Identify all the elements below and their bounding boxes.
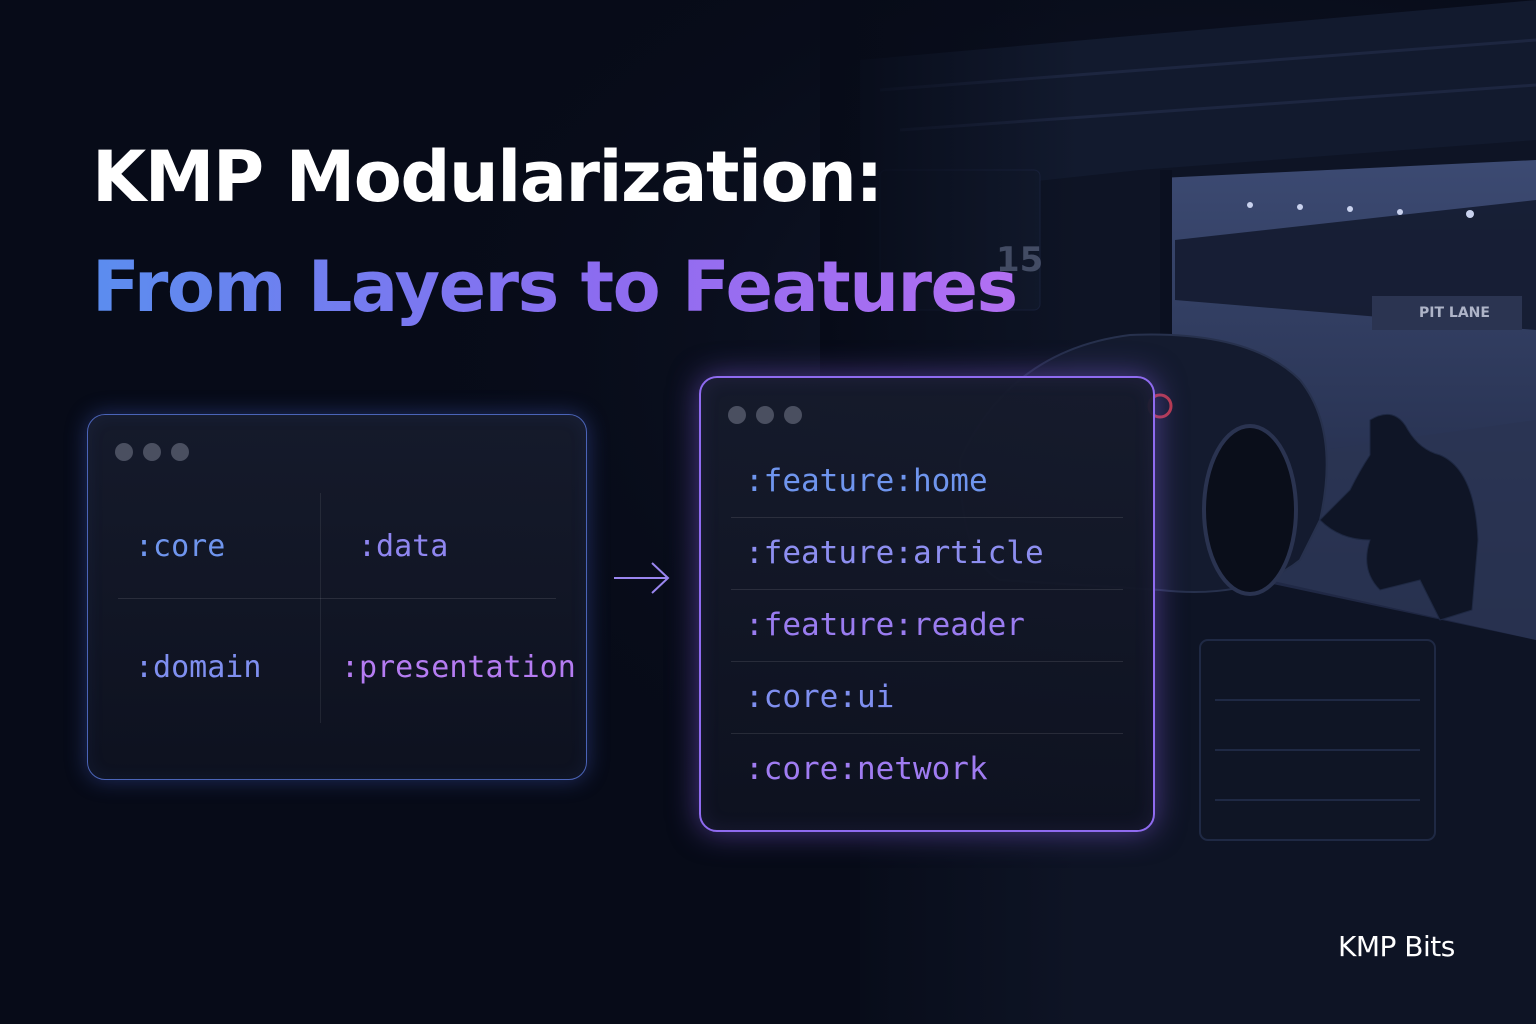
title-line-2: From Layers to Features <box>92 246 1018 328</box>
arrow-right-icon <box>614 562 670 594</box>
list-item: :feature:home <box>731 446 1123 518</box>
window-controls <box>728 406 802 424</box>
list-divider <box>731 517 1123 518</box>
list-divider <box>731 661 1123 662</box>
module-core-network: :core:network <box>745 751 988 787</box>
list-item: :feature:article <box>731 518 1123 590</box>
feature-modules-window: :feature:home :feature:article :feature:… <box>699 376 1155 832</box>
window-dot <box>115 443 133 461</box>
list-item: :core:ui <box>731 662 1123 734</box>
module-core-ui: :core:ui <box>745 679 895 715</box>
module-core: :core <box>135 529 226 564</box>
list-divider <box>731 589 1123 590</box>
list-item: :core:network <box>731 734 1123 806</box>
grid-divider-vertical <box>320 493 321 723</box>
module-presentation: :presentation <box>341 650 576 685</box>
module-data: :data <box>358 529 449 564</box>
window-dot <box>784 406 802 424</box>
list-divider <box>731 733 1123 734</box>
module-feature-reader: :feature:reader <box>745 607 1025 643</box>
layered-modules-window: :core :data :domain :presentation <box>87 414 587 780</box>
module-feature-article: :feature:article <box>745 535 1044 571</box>
window-dot <box>171 443 189 461</box>
pit-lane-sign: PIT LANE <box>1419 305 1490 321</box>
brand-name: KMP Bits <box>1338 930 1455 963</box>
car-number: 15 <box>996 240 1044 280</box>
list-item: :feature:reader <box>731 590 1123 662</box>
module-domain: :domain <box>135 650 262 685</box>
module-feature-home: :feature:home <box>745 463 988 499</box>
window-dot <box>756 406 774 424</box>
title-line-1: KMP Modularization: <box>92 136 883 218</box>
window-dot <box>143 443 161 461</box>
grid-divider-horizontal <box>118 598 556 599</box>
window-dot <box>728 406 746 424</box>
window-controls <box>115 443 189 461</box>
